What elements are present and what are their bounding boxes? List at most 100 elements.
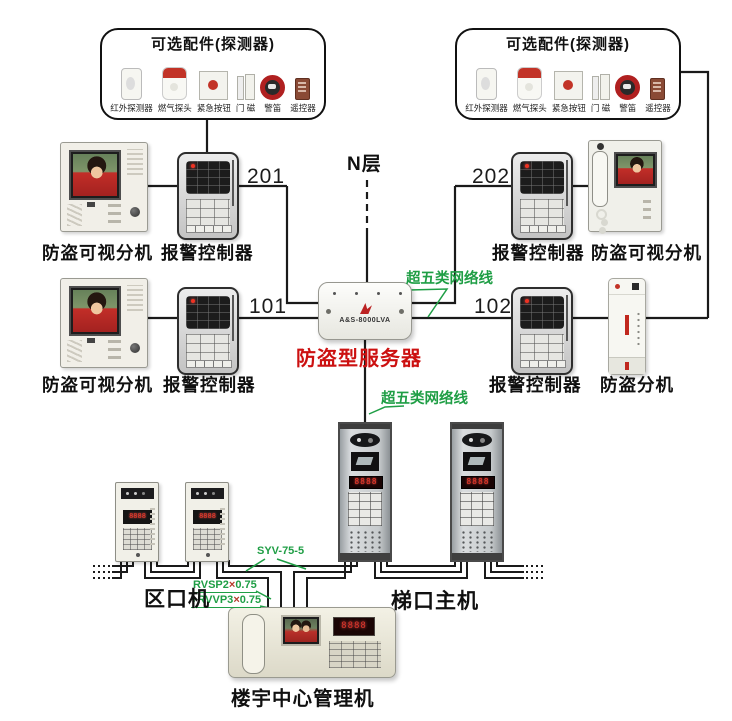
- card-reader: [351, 452, 379, 471]
- panel-led-display: 8888: [349, 476, 383, 489]
- antenna: [232, 160, 234, 206]
- gas-detector-icon: [162, 67, 188, 100]
- accessory-item: 红外探测器: [110, 68, 153, 114]
- label-audio-extension: 防盗分机: [600, 375, 674, 395]
- unit-camera-window: [121, 488, 154, 499]
- accessory-item: 遥控器: [290, 78, 316, 114]
- accessory-box-title: 可选配件(探测器): [506, 36, 630, 53]
- card-reader: [463, 452, 491, 471]
- server-label: 防盗型服务器: [296, 348, 422, 370]
- accessory-item: 燃气探头: [158, 67, 192, 114]
- label-video-extension: 防盗可视分机: [42, 243, 153, 263]
- panel-keypad: [460, 492, 494, 526]
- wire-201-to-server: [285, 186, 318, 305]
- power-led: [615, 284, 620, 289]
- handset-cord: [596, 209, 607, 220]
- unit-led-display: 8888: [193, 510, 222, 524]
- monitor-screen: [69, 286, 121, 336]
- label-alarm-controller: 报警控制器: [489, 375, 582, 395]
- accessory-item: 遥控器: [645, 78, 671, 114]
- leader-cat5-right: [408, 288, 449, 318]
- label-video-extension: 防盗可视分机: [42, 375, 153, 395]
- audio-extension-unit: [608, 278, 646, 375]
- wire-202-to-server: [412, 186, 457, 305]
- controller-keypad: [186, 199, 230, 227]
- monitor-screen: [614, 152, 657, 188]
- panel-camera: [350, 433, 380, 447]
- controller-led: [525, 164, 529, 168]
- console-keypad: [329, 641, 381, 668]
- monitor-knob: [130, 343, 140, 353]
- panel-speaker: [348, 530, 382, 552]
- accessory-box-left: 可选配件(探测器) 红外探测器 燃气探头 紧急按钮 门 磁 警笛 遥控器: [100, 28, 326, 120]
- label-video-extension: 防盗可视分机: [591, 243, 702, 263]
- visitor-photo: [618, 156, 653, 184]
- accessory-item: 紧急按钮: [552, 71, 586, 114]
- visitor-photo: [73, 290, 117, 332]
- rvsp-cable-label: RVSP2×0.75: [193, 579, 257, 593]
- rvvp-cable-label: +RVVP3×0.75: [191, 594, 262, 608]
- unit-led-display: 8888: [123, 510, 152, 524]
- panel-camera: [462, 433, 492, 447]
- accessory-box-title: 可选配件(探测器): [151, 36, 275, 53]
- management-console-label: 楼宇中心管理机: [231, 688, 375, 710]
- district-unit-label: 区口机: [144, 588, 210, 611]
- handset-video-intercom: [588, 140, 662, 232]
- controller-keypad: [520, 199, 564, 227]
- server-model: A&S-8000LVA: [339, 317, 391, 324]
- remote-control-icon: [295, 78, 311, 100]
- cat5-cable-label: 超五类网络线: [406, 271, 493, 287]
- label-alarm-controller: 报警控制器: [161, 243, 254, 263]
- infrared-detector-icon: [121, 68, 143, 100]
- management-console: 8888: [228, 607, 396, 678]
- panel-speaker: [460, 530, 494, 552]
- controller-keypad: [520, 334, 564, 362]
- alarm-controller-unit: [511, 152, 573, 240]
- security-server-unit: A&S-8000LVA: [318, 282, 412, 340]
- entrance-host-label: 梯口主机: [391, 590, 479, 613]
- controller-led: [191, 164, 195, 168]
- antenna: [566, 160, 568, 206]
- camera-dot: [597, 143, 604, 150]
- accessory-item: 警笛: [260, 75, 286, 114]
- entrance-host-panel: 8888: [338, 422, 392, 562]
- district-entrance-unit: 8888: [115, 482, 159, 562]
- wire-rightbox-down: [680, 70, 710, 318]
- siren-icon: [615, 75, 641, 100]
- monitor-buttons: [643, 195, 651, 219]
- antenna: [232, 295, 234, 341]
- controller-keypad: [186, 334, 230, 362]
- monitor-knob: [130, 207, 140, 217]
- door-magnet-icon: [236, 74, 255, 100]
- cat5-cable-label: 超五类网络线: [381, 391, 468, 407]
- antenna: [566, 295, 568, 341]
- unit-keypad: [193, 528, 222, 550]
- district-entrance-unit: 8888: [185, 482, 229, 562]
- panel-led-display: 8888: [461, 476, 495, 489]
- console-screen: [281, 615, 321, 646]
- console-handset: [242, 614, 265, 674]
- label-alarm-controller: 报警控制器: [492, 243, 585, 263]
- monitor-buttons: [108, 201, 121, 223]
- leader-syv-b: [276, 558, 307, 570]
- controller-display: [186, 161, 230, 194]
- monitor-buttons: [108, 337, 121, 359]
- port-102: 102: [474, 295, 513, 318]
- monitor-screen: [69, 150, 121, 200]
- accessory-item: 警笛: [615, 75, 641, 114]
- brand-logo: [360, 303, 372, 314]
- visitor-photo: [73, 154, 117, 196]
- siren-icon: [260, 75, 286, 100]
- accessory-item: 紧急按钮: [197, 71, 231, 114]
- accessory-item: 门 磁: [236, 74, 255, 114]
- console-led-display: 8888: [333, 617, 375, 636]
- accessory-item: 红外探测器: [465, 68, 508, 114]
- video-intercom-monitor: [60, 142, 148, 232]
- remote-control-icon: [650, 78, 666, 100]
- leader-syv-a: [245, 558, 266, 572]
- unit-keypad: [123, 528, 152, 550]
- leader-cat5-center: [368, 405, 405, 415]
- syv-cable-label: SYV-75-5: [257, 545, 305, 557]
